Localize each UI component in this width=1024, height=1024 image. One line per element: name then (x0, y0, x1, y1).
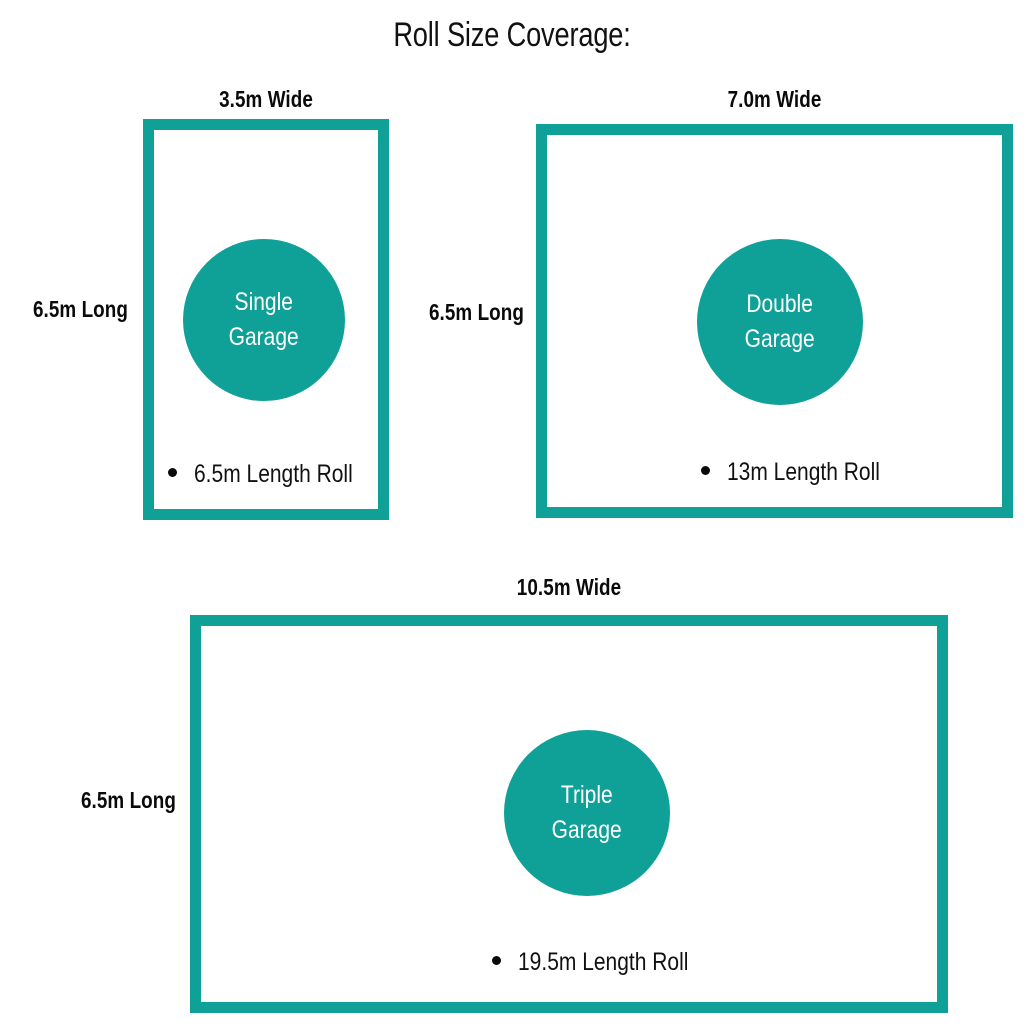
roll-bullet-double: 13m Length Roll (701, 458, 909, 487)
roll-bullet-triple: 19.5m Length Roll (492, 948, 721, 977)
width-label-triple: 10.5m Wide (516, 574, 622, 600)
garage-circle-label-line1-triple: Triple (561, 780, 613, 809)
roll-bullet-text-double: 13m Length Roll (727, 458, 880, 486)
bullet-dot-icon (701, 466, 710, 475)
garage-unit-triple: 10.5m Wide Triple Garage 19.5m Length Ro… (190, 574, 948, 1014)
garage-circle-single: Single Garage (183, 239, 345, 401)
width-label-double: 7.0m Wide (727, 86, 822, 112)
garage-circle-double: Double Garage (697, 239, 863, 405)
garage-circle-label-line2-single: Garage (228, 323, 300, 351)
length-label-double: 6.5m Long (428, 299, 524, 325)
garage-circle-label-line2-double: Garage (744, 325, 816, 353)
bullet-dot-icon (168, 468, 177, 477)
roll-bullet-single: 6.5m Length Roll (168, 460, 383, 489)
page-title: Roll Size Coverage: (393, 16, 631, 54)
garage-circle-label-line2-triple: Garage (551, 816, 623, 844)
length-label-single: 6.5m Long (32, 296, 128, 322)
roll-bullet-text-triple: 19.5m Length Roll (518, 948, 689, 976)
bullet-dot-icon (492, 956, 501, 965)
garage-circle-label-line1-single: Single (234, 287, 294, 316)
garage-unit-single: 3.5m Wide Single Garage 6.5m Length Roll (143, 86, 389, 526)
length-label-triple: 6.5m Long (80, 787, 176, 813)
garage-circle-label-line1-double: Double (746, 289, 814, 318)
garage-circle-triple: Triple Garage (504, 730, 670, 896)
width-label-single: 3.5m Wide (219, 86, 313, 112)
garage-unit-double: 7.0m Wide Double Garage 13m Length Roll (536, 86, 1013, 521)
roll-bullet-text-single: 6.5m Length Roll (194, 460, 353, 488)
